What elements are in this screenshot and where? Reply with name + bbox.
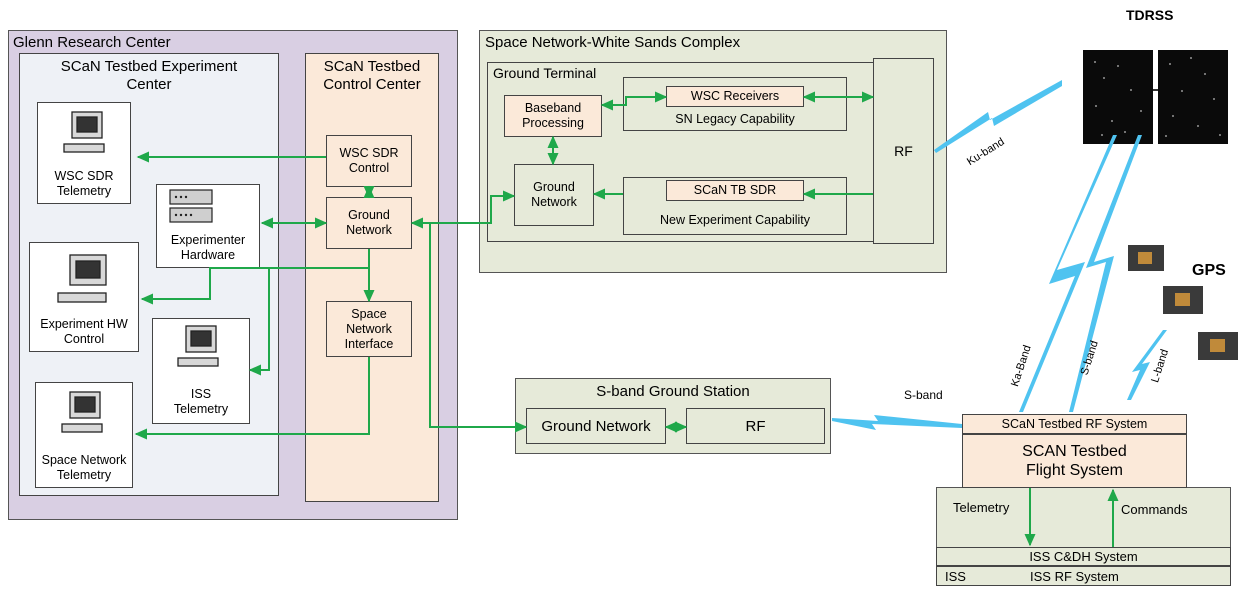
cdh-box: ISS C&DH System	[936, 547, 1231, 566]
wsc-sdr-control-box: WSC SDR Control	[326, 135, 412, 187]
iss-rf-label: ISS RF System	[1030, 569, 1119, 584]
grc-ground-network-box: Ground Network	[326, 197, 412, 249]
commands-label: Commands	[1121, 502, 1188, 517]
wsc-rf-box: RF	[873, 58, 934, 244]
tdrss-satellite-icon	[1083, 50, 1228, 144]
wsc-sdr-telemetry-label: WSC SDR Telemetry	[54, 169, 114, 198]
wsc-title: Space Network-White Sands Complex	[485, 34, 741, 51]
flight-system-box: SCAN Testbed Flight System	[962, 434, 1187, 488]
iss-label: ISS	[945, 569, 966, 584]
gps-label: GPS	[1192, 262, 1226, 279]
computer-icon	[57, 111, 219, 433]
grc-title: Glenn Research Center	[13, 34, 171, 51]
experiment-center-title: SCaN Testbed Experiment Center	[60, 58, 238, 93]
telemetry-label: Telemetry	[953, 500, 1010, 515]
hardware-rack-icon	[169, 189, 213, 223]
sband-rf-box: RF	[686, 408, 825, 444]
sband-ground-link-label: S-band	[904, 388, 943, 402]
scan-tb-sdr-box: SCaN TB SDR	[666, 180, 804, 201]
baseband-processing-box: Baseband Processing	[504, 95, 602, 137]
control-center-panel	[305, 53, 439, 502]
tdrss-label: TDRSS	[1126, 7, 1174, 23]
space-network-interface-box: Space Network Interface	[326, 301, 412, 357]
wsc-ground-network-box: Ground Network	[514, 164, 594, 226]
ground-terminal-title: Ground Terminal	[493, 65, 597, 81]
legacy-capability-label: SN Legacy Capability	[675, 111, 795, 126]
sband-station-title: S-band Ground Station	[596, 382, 750, 400]
wireless-links	[832, 80, 1167, 430]
wsc-receivers-box: WSC Receivers	[666, 86, 804, 107]
space-network-telemetry-label: Space Network Telemetry	[41, 453, 127, 482]
experimenter-hardware-label: Experimenter Hardware	[170, 233, 246, 262]
wsc-rf-label: RF	[894, 143, 913, 159]
control-center-title: SCaN Testbed Control Center	[323, 58, 421, 93]
gps-satellite-icon	[1128, 245, 1238, 360]
iss-rf-row	[936, 566, 1231, 586]
experiment-hw-control-label: Experiment HW Control	[40, 317, 128, 346]
new-capability-label: New Experiment Capability	[659, 212, 811, 227]
iss-telemetry-label: ISS Telemetry	[173, 387, 229, 416]
rf-system-box: SCaN Testbed RF System	[962, 414, 1187, 434]
